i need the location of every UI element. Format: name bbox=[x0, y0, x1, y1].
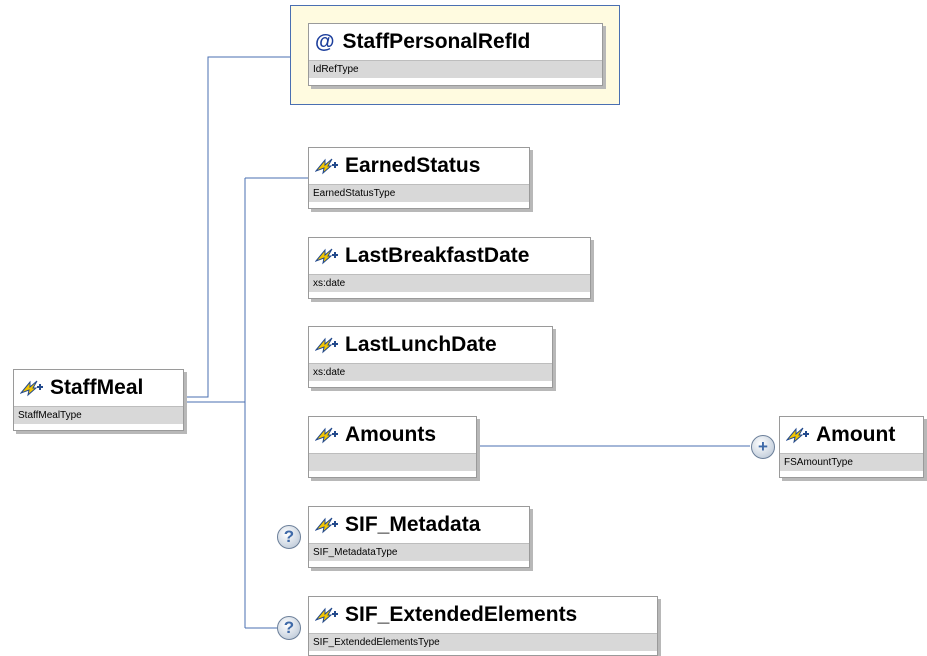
earnedstatus-type: EarnedStatusType bbox=[309, 184, 529, 202]
lastlunchdate-name: LastLunchDate bbox=[345, 333, 497, 356]
attribute-icon: @ bbox=[315, 30, 335, 53]
optional-badge-icon[interactable]: ? bbox=[277, 525, 301, 549]
amounts-name: Amounts bbox=[345, 423, 436, 446]
staffmeal-type: StaffMealType bbox=[14, 406, 183, 424]
lastbreakfastdate-name: LastBreakfastDate bbox=[345, 244, 530, 267]
lastbreakfastdate-node[interactable]: LastBreakfastDate xs:date bbox=[308, 237, 591, 299]
element-icon bbox=[786, 426, 810, 444]
sif-extendedelements-type: SIF_ExtendedElementsType bbox=[309, 633, 657, 651]
expand-plus-icon[interactable]: + bbox=[751, 435, 775, 459]
amount-name: Amount bbox=[816, 423, 896, 446]
element-icon bbox=[315, 516, 339, 534]
staffmeal-name: StaffMeal bbox=[50, 376, 144, 399]
amount-node[interactable]: Amount FSAmountType bbox=[779, 416, 924, 478]
element-icon bbox=[315, 606, 339, 624]
amounts-type bbox=[309, 453, 476, 471]
amount-type: FSAmountType bbox=[780, 453, 923, 471]
element-icon bbox=[315, 426, 339, 444]
staffpersonalrefid-type: IdRefType bbox=[309, 60, 602, 78]
sif-extendedelements-node[interactable]: SIF_ExtendedElements SIF_ExtendedElement… bbox=[308, 596, 658, 656]
staffpersonalrefid-node[interactable]: @ StaffPersonalRefId IdRefType bbox=[308, 23, 603, 86]
earnedstatus-node[interactable]: EarnedStatus EarnedStatusType bbox=[308, 147, 530, 209]
sif-extendedelements-name: SIF_ExtendedElements bbox=[345, 603, 578, 626]
optional-badge-icon[interactable]: ? bbox=[277, 616, 301, 640]
element-icon bbox=[315, 157, 339, 175]
earnedstatus-name: EarnedStatus bbox=[345, 154, 481, 177]
sif-metadata-type: SIF_MetadataType bbox=[309, 543, 529, 561]
amounts-node[interactable]: Amounts bbox=[308, 416, 477, 478]
sif-metadata-name: SIF_Metadata bbox=[345, 513, 481, 536]
element-icon bbox=[315, 247, 339, 265]
element-icon bbox=[20, 379, 44, 397]
lastlunchdate-type: xs:date bbox=[309, 363, 552, 381]
staffmeal-node[interactable]: StaffMeal StaffMealType bbox=[13, 369, 184, 431]
staffpersonalrefid-name: StaffPersonalRefId bbox=[342, 30, 531, 53]
lastbreakfastdate-type: xs:date bbox=[309, 274, 590, 292]
element-icon bbox=[315, 336, 339, 354]
lastlunchdate-node[interactable]: LastLunchDate xs:date bbox=[308, 326, 553, 388]
sif-metadata-node[interactable]: SIF_Metadata SIF_MetadataType bbox=[308, 506, 530, 568]
